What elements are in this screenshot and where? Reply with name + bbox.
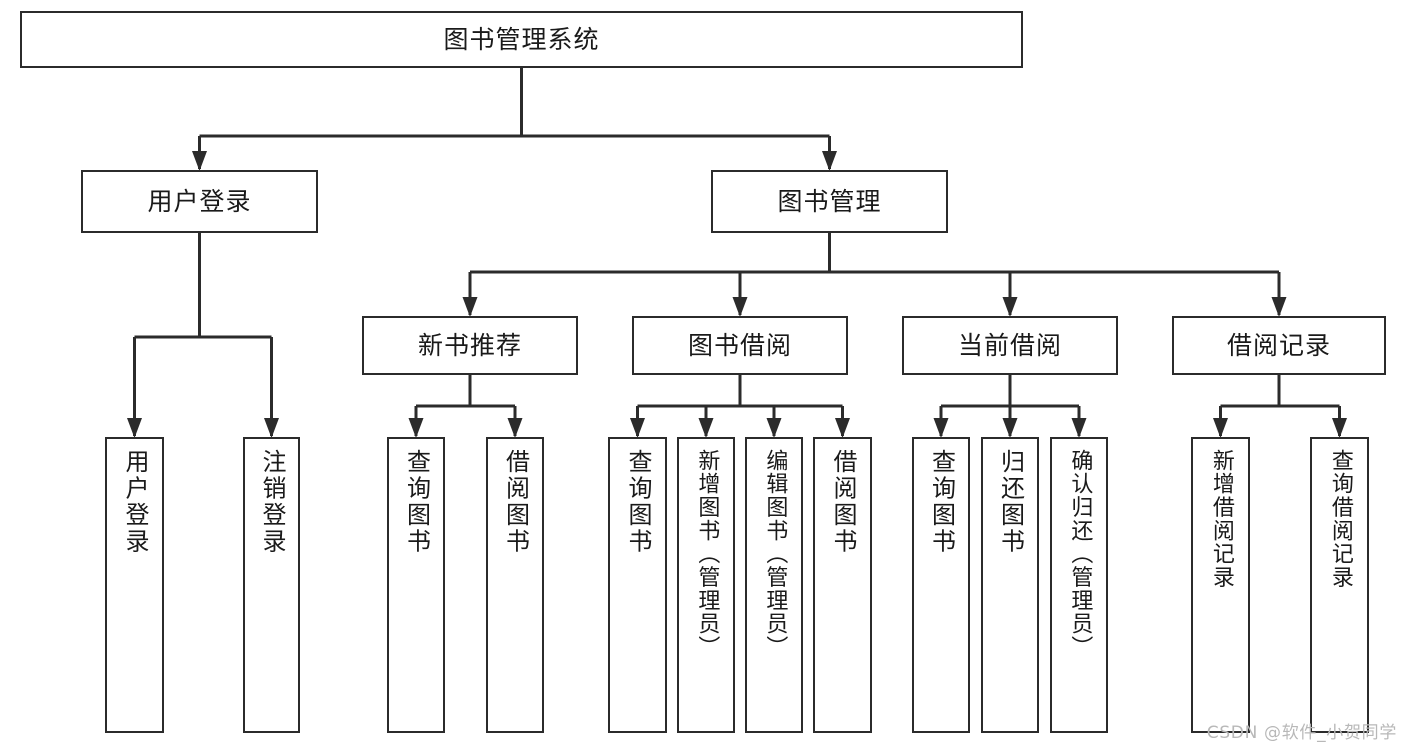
node-leaf-add-book-label: 新增图书（管理员） xyxy=(694,449,720,659)
node-user-login[interactable]: 用户登录 xyxy=(81,170,318,233)
node-leaf-query-book-1-label: 查询图书 xyxy=(402,449,431,555)
node-root[interactable]: 图书管理系统 xyxy=(20,11,1023,68)
node-borrow-record-label: 借阅记录 xyxy=(1226,330,1331,360)
node-leaf-return-book-label: 归还图书 xyxy=(996,449,1025,555)
node-leaf-return-book[interactable]: 归还图书 xyxy=(981,437,1039,733)
node-leaf-user-login[interactable]: 用户登录 xyxy=(105,437,164,733)
node-leaf-query-record[interactable]: 查询借阅记录 xyxy=(1310,437,1369,733)
node-borrow-record[interactable]: 借阅记录 xyxy=(1172,316,1386,375)
node-leaf-edit-book[interactable]: 编辑图书（管理员） xyxy=(745,437,803,733)
node-leaf-edit-book-label: 编辑图书（管理员） xyxy=(762,449,788,659)
node-leaf-query-book-1[interactable]: 查询图书 xyxy=(387,437,445,733)
node-leaf-borrow-book-2[interactable]: 借阅图书 xyxy=(813,437,872,733)
node-book-manage[interactable]: 图书管理 xyxy=(711,170,948,233)
node-leaf-query-book-3[interactable]: 查询图书 xyxy=(912,437,970,733)
node-leaf-logout-label: 注销登录 xyxy=(257,449,286,555)
node-leaf-add-book[interactable]: 新增图书（管理员） xyxy=(677,437,735,733)
node-leaf-user-login-label: 用户登录 xyxy=(120,449,149,555)
node-leaf-query-book-2[interactable]: 查询图书 xyxy=(608,437,667,733)
node-new-book-recommend[interactable]: 新书推荐 xyxy=(362,316,578,375)
node-leaf-add-record-label: 新增借阅记录 xyxy=(1208,449,1234,589)
node-book-borrow-label: 图书借阅 xyxy=(687,330,792,360)
node-leaf-add-record[interactable]: 新增借阅记录 xyxy=(1191,437,1250,733)
node-leaf-query-record-label: 查询借阅记录 xyxy=(1327,449,1353,589)
node-current-borrow[interactable]: 当前借阅 xyxy=(902,316,1118,375)
node-new-book-recommend-label: 新书推荐 xyxy=(417,330,522,360)
node-leaf-query-book-2-label: 查询图书 xyxy=(623,449,652,555)
node-root-label: 图书管理系统 xyxy=(443,24,600,54)
node-book-borrow[interactable]: 图书借阅 xyxy=(632,316,848,375)
node-leaf-borrow-book-2-label: 借阅图书 xyxy=(828,449,857,555)
node-leaf-borrow-book-1-label: 借阅图书 xyxy=(501,449,530,555)
node-book-manage-label: 图书管理 xyxy=(777,186,882,216)
node-leaf-borrow-book-1[interactable]: 借阅图书 xyxy=(486,437,544,733)
node-leaf-confirm-return-label: 确认归还（管理员） xyxy=(1067,449,1093,659)
node-leaf-logout[interactable]: 注销登录 xyxy=(243,437,300,733)
node-user-login-label: 用户登录 xyxy=(147,186,252,216)
node-leaf-confirm-return[interactable]: 确认归还（管理员） xyxy=(1050,437,1108,733)
node-current-borrow-label: 当前借阅 xyxy=(957,330,1062,360)
node-leaf-query-book-3-label: 查询图书 xyxy=(927,449,956,555)
